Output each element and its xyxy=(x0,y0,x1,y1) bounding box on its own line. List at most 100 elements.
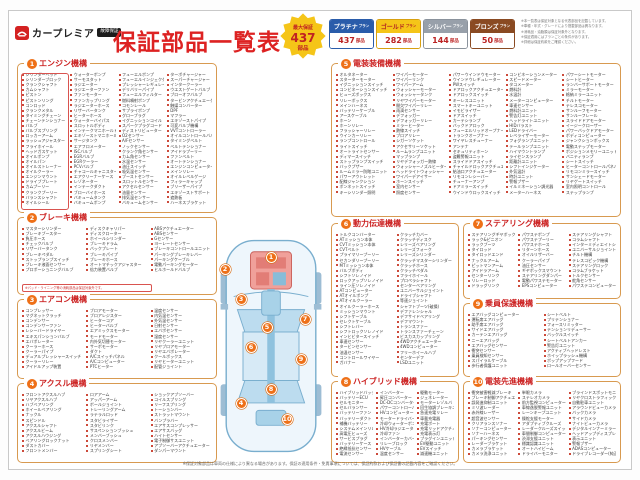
item-column: クラッチカバークラッチディスクレリーズベアリングレリーズフォークレリーズシリンダ… xyxy=(397,232,455,373)
part-item: 衝突センサー xyxy=(468,348,541,353)
part-item: フライホイール xyxy=(22,144,67,149)
section-title-label: アクスル機構 xyxy=(39,379,87,388)
part-item: EV駆動ユニット xyxy=(417,441,454,446)
part-item: スピンドル xyxy=(22,418,83,423)
part-item: シリンダーブロック xyxy=(22,77,67,82)
part-item: ギヤボックスマウント xyxy=(518,268,565,273)
part-item: エアサスバッグ xyxy=(151,428,212,433)
part-item: ハーネスブラケット xyxy=(167,200,212,205)
part-item: インテークダクト xyxy=(70,184,115,189)
part-item: 車線逸脱警報ユニット xyxy=(518,405,565,410)
part-item: 車載充電器 xyxy=(417,416,454,421)
part-item: キーレスユニット xyxy=(449,98,503,103)
part-item: シガーソケット xyxy=(393,138,447,143)
part-item: クロスメンバー xyxy=(86,438,147,443)
section-occupant-protection-items: エアバッグコンピューター運転席エアバッグ助手席エアバッグサイドエアバッグカーテン… xyxy=(464,304,620,376)
section-electrical: 5 電装装備機構 オルタネータースターターモーターイグニッションスイッチコンビネ… xyxy=(331,58,621,217)
part-item: ルームランプユニット xyxy=(393,149,447,154)
part-item: A/Fセンサー xyxy=(119,138,164,143)
max-coverage-starburst: 最大保証 437 部品 xyxy=(280,13,326,59)
part-item: ポップアップフード xyxy=(544,358,617,363)
part-item: パーキングセンサー xyxy=(468,436,515,441)
part-item: 等速ジョイント xyxy=(397,298,455,303)
section-axle: 4 アクスル機構 フロントアクスルハブリヤアクスルハブハブベアリングホイールベア… xyxy=(17,378,217,463)
part-item: スライドドアモーター xyxy=(562,118,616,123)
part-item: カム角センサー xyxy=(119,154,164,159)
part-item: ブロアレジスター xyxy=(86,313,147,318)
section-engine-items: シリンダーヘッドシリンダーブロッククランクシャフトカムシャフトピストンピストンリ… xyxy=(18,64,216,212)
part-item: ワイパーデアイサー xyxy=(393,174,447,179)
part-item: コラムブラケット xyxy=(569,268,616,273)
part-item: ウォッシャーモーター xyxy=(393,87,447,92)
part-item: アイドラアーム xyxy=(468,268,515,273)
part-item: リヤヒーターユニット xyxy=(151,359,212,364)
item-column: ブラインドスポットモニターリヤクロストラフィック自動駐車ユニットアラウンドビュー… xyxy=(569,390,616,459)
part-item: レベライザーモーター xyxy=(506,133,560,138)
part-item: アイドルアップ装置 xyxy=(22,364,83,369)
part-item: レシーバードライヤー xyxy=(22,328,83,333)
part-item: プライマリープーリー xyxy=(336,252,394,257)
part-item: レーダークルーズスイッチ xyxy=(518,426,566,431)
part-item: ダクト xyxy=(86,349,147,354)
part-item: アースケーブル xyxy=(336,113,390,118)
part-item: 自動駐車ユニット xyxy=(569,400,616,405)
part-item: ターボチャージャー xyxy=(167,72,212,77)
part-item: バックブザー xyxy=(336,164,390,169)
part-item: ヘッドアップディスプレイ xyxy=(569,431,616,436)
part-item: ノックセンサー xyxy=(119,144,164,149)
item-column: ブロアモーターブロアレジスターヒーターコアヒーターバルブエアミックスモーターモー… xyxy=(86,308,147,375)
part-item: バッテリーダクト xyxy=(336,416,373,421)
part-item: 運転席エアバッグ xyxy=(468,317,541,322)
part-item: パーキングケーブル xyxy=(151,257,212,262)
plan-count-number: 282 xyxy=(385,36,402,45)
part-item: エアクリーナーケース xyxy=(70,174,115,179)
part-item: 歩行者保護ユニット xyxy=(468,363,541,368)
part-item: シートヒーター xyxy=(562,77,616,82)
part-item: ドアミラースイッチ xyxy=(449,184,503,189)
part-item: エアミックスモーター xyxy=(86,328,147,333)
section-title-label: 電装先進機構 xyxy=(485,377,533,386)
part-item: スライドドアスイッチ xyxy=(449,159,503,164)
part-item: タイロッドエンド xyxy=(468,252,515,257)
part-item: ドラッグリンク xyxy=(468,283,515,288)
part-item: ピストン xyxy=(22,92,67,97)
part-item: レリーズフォーク xyxy=(397,247,455,252)
part-item: ブレーキコントロールユニット xyxy=(151,246,212,251)
part-item: 油圧センサー xyxy=(518,263,565,268)
part-item: フューエルフィルター xyxy=(119,92,164,97)
part-item: パワステコンピューター xyxy=(569,283,616,288)
part-item: テンションリデューサー xyxy=(544,327,617,332)
plan-count-number: 50 xyxy=(481,36,494,45)
part-item: トランスファー xyxy=(397,324,455,329)
part-item: イグニッションコイル xyxy=(119,118,164,123)
part-item: リザーバータンク xyxy=(22,246,83,251)
part-item: レゾネーター xyxy=(70,179,115,184)
plan-name-text: プラチナ xyxy=(333,24,358,31)
part-item: クラッチホース xyxy=(397,263,455,268)
part-item: PTCヒーター xyxy=(86,364,147,369)
starburst-label-top: 最大保証 xyxy=(293,24,313,31)
part-item: バッテリーファン xyxy=(336,410,373,415)
part-item: マップランプ xyxy=(393,154,447,159)
part-item: インタークーラー xyxy=(167,82,212,87)
part-item: 室内センサー xyxy=(393,184,447,189)
part-item: リレーロッド xyxy=(468,278,515,283)
part-item: DC-DCコンバーター xyxy=(376,400,414,405)
item-column: エアバッグコンピューター運転席エアバッグ助手席エアバッグサイドエアバッグカーテン… xyxy=(468,312,541,373)
part-item: 警報ブザー xyxy=(569,441,616,446)
plan-suffix-text: プラン xyxy=(452,24,464,28)
part-item: 充電リッドアクチュエーター xyxy=(417,426,454,431)
part-item: ブリーザーパイプ xyxy=(167,184,212,189)
part-item: 熱線スイッチ xyxy=(393,128,447,133)
part-item: ウォッシャータンク xyxy=(393,92,447,97)
part-item: コンロッド xyxy=(22,103,67,108)
part-item: シフトソレノイド xyxy=(336,273,394,278)
part-item: ドアスイッチ xyxy=(449,113,503,118)
part-item: パワステポンプ xyxy=(518,232,565,237)
part-item: トランクオープナー xyxy=(449,133,503,138)
part-item: バンプラバー xyxy=(151,418,212,423)
part-item: クランク角センサー xyxy=(119,149,164,154)
part-item: ウォーターポンプ xyxy=(70,72,115,77)
